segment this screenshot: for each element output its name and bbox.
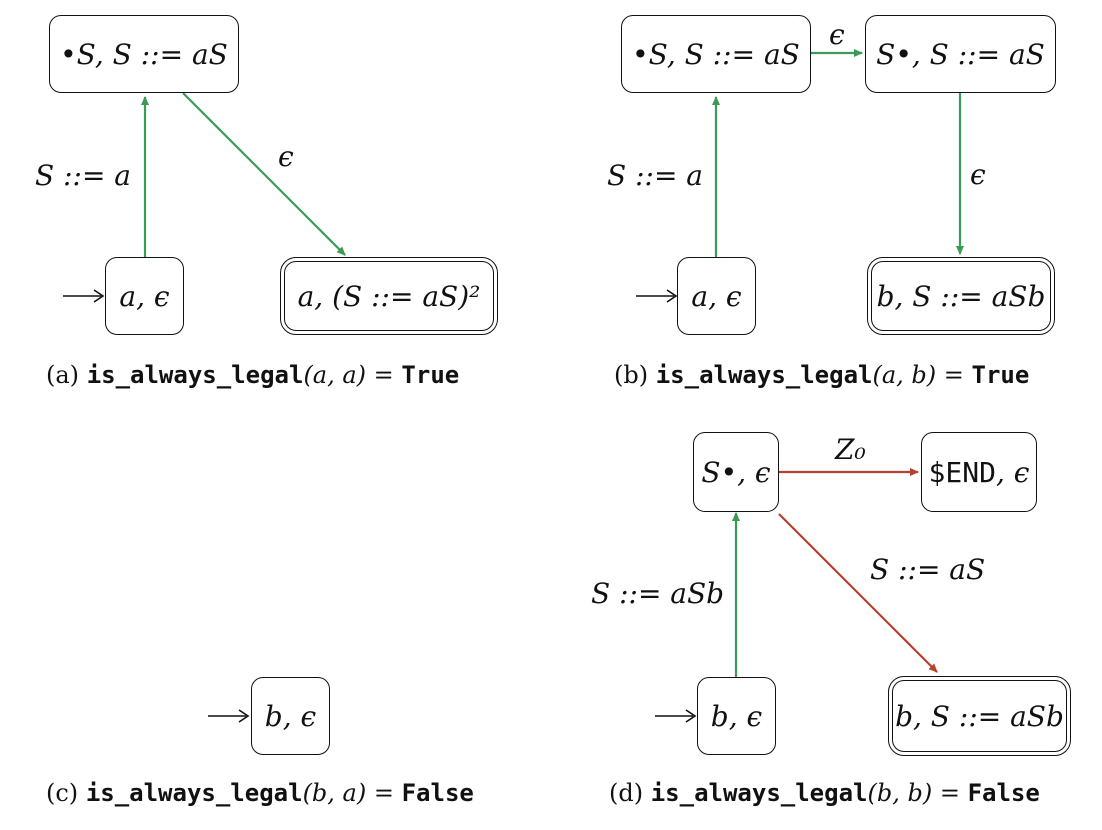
end-token: $END xyxy=(928,455,996,489)
caption-a-prefix: (a) xyxy=(46,361,80,389)
caption-c-prefix: (c) xyxy=(46,779,79,807)
caption-c-result: False xyxy=(401,779,474,807)
edge-d-diag-label: S ::= aS xyxy=(870,553,986,586)
state-d-accept: b, S ::= aSb xyxy=(888,676,1071,756)
caption-d-args: (b, b) = xyxy=(867,779,960,807)
caption-a-fn: is_always_legal xyxy=(86,361,304,389)
state-b-accept: b, S ::= aSb xyxy=(867,257,1055,335)
edge-d-diag xyxy=(778,513,938,673)
start-arrow-b-head xyxy=(666,289,678,303)
edge-b-up-label: S ::= a xyxy=(607,159,704,192)
state-b-top-right: S•, S ::= aS xyxy=(865,15,1056,93)
caption-b: (b) is_always_legal(a, b) = True xyxy=(614,363,1029,387)
state-a-accept: a, (S ::= aS)² xyxy=(280,257,498,335)
caption-c-args: (b, a) = xyxy=(302,779,394,807)
state-b-top-left: •S, S ::= aS xyxy=(621,15,811,93)
end-token-suffix: , ϵ xyxy=(995,455,1030,489)
caption-a-args: (a, a) = xyxy=(303,361,394,389)
caption-b-fn: is_always_legal xyxy=(655,361,873,389)
caption-d-result: False xyxy=(967,779,1040,807)
edge-a-up-label: S ::= a xyxy=(35,159,132,192)
start-arrow-d-head xyxy=(685,709,697,723)
edge-d-up-label: S ::= aSb xyxy=(591,577,725,610)
state-d-top: S•, ϵ xyxy=(693,432,779,512)
state-a-start: a, ϵ xyxy=(105,257,184,335)
edge-b-right-label: ϵ xyxy=(829,18,845,51)
edge-d-right-label: Z₀ xyxy=(835,433,866,466)
caption-b-result: True xyxy=(971,361,1030,389)
caption-b-prefix: (b) xyxy=(614,361,649,389)
state-d-start: b, ϵ xyxy=(697,677,776,755)
caption-d-fn: is_always_legal xyxy=(650,779,868,807)
edge-a-diag xyxy=(182,92,346,256)
caption-b-args: (a, b) = xyxy=(872,361,964,389)
edge-a-diag-label: ϵ xyxy=(278,140,294,173)
state-d-end: $END, ϵ xyxy=(921,432,1037,512)
state-b-start: a, ϵ xyxy=(677,257,756,335)
caption-c: (c) is_always_legal(b, a) = False xyxy=(46,781,474,805)
state-c-start: b, ϵ xyxy=(251,677,330,755)
edge-b-down-label: ϵ xyxy=(970,158,986,191)
caption-a: (a) is_always_legal(a, a) = True xyxy=(46,363,459,387)
start-arrow-c-head xyxy=(238,709,250,723)
caption-d: (d) is_always_legal(b, b) = False xyxy=(609,781,1040,805)
start-arrow-a-head xyxy=(93,289,105,303)
caption-c-fn: is_always_legal xyxy=(85,779,303,807)
caption-a-result: True xyxy=(401,361,460,389)
state-a-top: •S, S ::= aS xyxy=(49,15,239,93)
caption-d-prefix: (d) xyxy=(609,779,644,807)
